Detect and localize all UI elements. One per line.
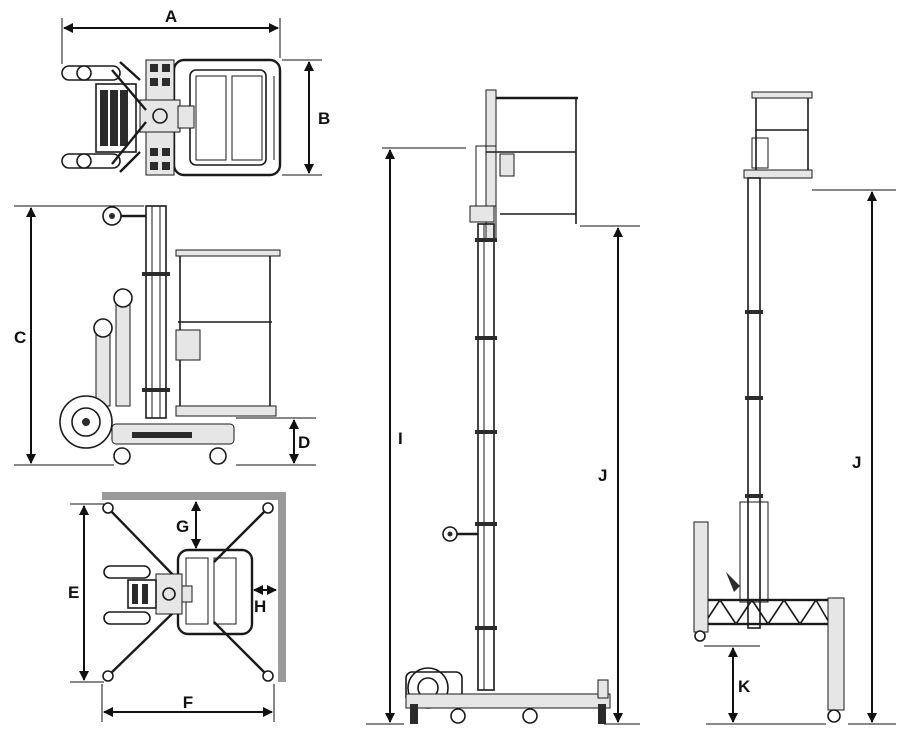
dimension-a: A: [61, 7, 281, 64]
label-k: K: [738, 677, 751, 696]
side-view-stowed: [59, 205, 281, 465]
label-g: G: [176, 517, 189, 536]
dimension-i: I: [366, 147, 466, 725]
label-h: H: [254, 597, 266, 616]
dimension-g: G: [176, 501, 201, 549]
label-j-1: J: [598, 466, 607, 485]
side-view-extended: [405, 89, 611, 724]
label-b: B: [318, 109, 330, 128]
top-view: [61, 58, 282, 177]
dimension-h: H: [253, 585, 277, 616]
dimension-j-extended: J: [580, 225, 640, 725]
label-j-2: J: [852, 453, 861, 472]
label-c: C: [14, 328, 26, 347]
label-e: E: [68, 583, 79, 602]
label-d: D: [298, 433, 310, 452]
dimension-f: F: [101, 684, 275, 722]
label-i: I: [398, 429, 403, 448]
wall-top: [102, 492, 286, 500]
dimension-b: B: [282, 59, 330, 176]
dimension-k: K: [704, 645, 826, 725]
corner-top-view: [102, 492, 286, 682]
dimension-e: E: [68, 503, 104, 683]
dimension-d: D: [236, 417, 316, 466]
dimension-j-front: J: [812, 189, 896, 725]
front-view-extended: [693, 91, 845, 723]
dimension-c: C: [14, 205, 144, 466]
label-a: A: [165, 7, 177, 26]
wall-side: [278, 492, 286, 682]
label-f: F: [183, 693, 193, 712]
